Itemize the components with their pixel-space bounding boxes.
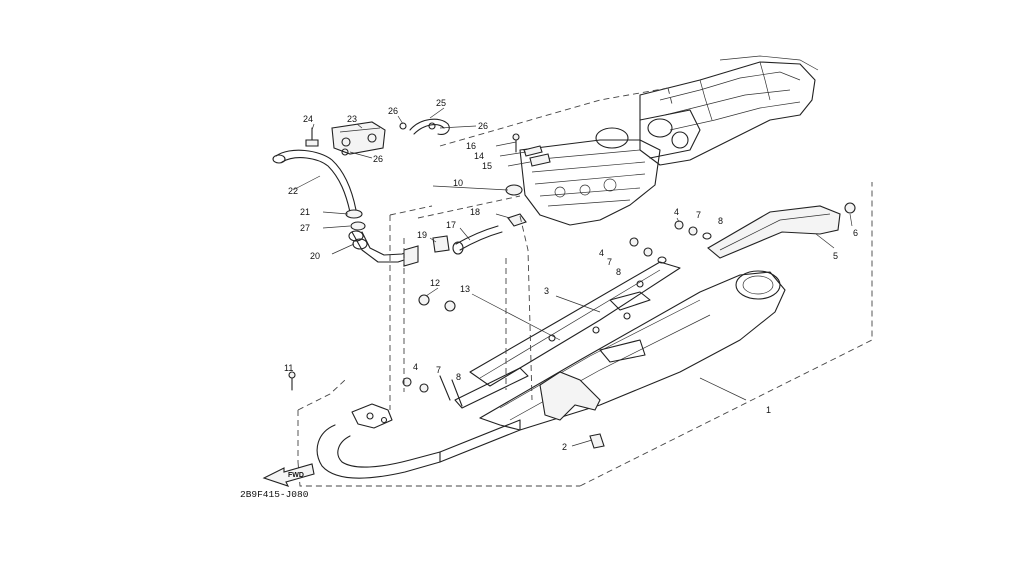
callout-labels: 1 2 3 4 4 4 5 6 7 7 7 8 8 8 10 11 12 13 … [284, 98, 858, 452]
callout-13: 13 [460, 284, 470, 294]
callout-16: 16 [466, 141, 476, 151]
callout-19: 19 [417, 230, 427, 240]
callout-6: 6 [853, 228, 858, 238]
callout-24: 24 [303, 114, 313, 124]
callout-7b: 7 [607, 257, 612, 267]
callout-20: 20 [310, 251, 320, 261]
callout-17: 17 [446, 220, 456, 230]
callout-10: 10 [453, 178, 463, 188]
forward-direction-arrow: FWD [262, 463, 315, 487]
callout-18: 18 [470, 207, 480, 217]
callout-8b: 8 [616, 267, 621, 277]
callout-4a: 4 [674, 207, 679, 217]
callout-1: 1 [766, 405, 771, 415]
callout-11: 11 [284, 363, 293, 373]
exhaust-muffler-assembly [316, 205, 841, 479]
callout-27: 27 [300, 223, 310, 233]
assembly-boundaries [297, 87, 873, 487]
drawing-code: 2B9F415-J080 [240, 489, 309, 500]
callout-21: 21 [300, 207, 310, 217]
callout-4c: 4 [413, 362, 418, 372]
fasteners [288, 202, 856, 449]
callout-23: 23 [347, 114, 357, 124]
engine-frame-drawing [519, 55, 819, 226]
callout-22: 22 [288, 186, 298, 196]
callout-26c: 26 [373, 154, 383, 164]
fwd-label: FWD [288, 472, 304, 479]
callout-5: 5 [833, 251, 838, 261]
callout-3: 3 [544, 286, 549, 296]
callout-15: 15 [482, 161, 492, 171]
leader-lines [292, 107, 853, 447]
callout-8a: 8 [718, 216, 723, 226]
callout-14: 14 [474, 151, 484, 161]
callout-7c: 7 [436, 365, 441, 375]
callout-7a: 7 [696, 210, 701, 220]
air-induction-system [272, 118, 527, 267]
callout-25: 25 [436, 98, 446, 108]
callout-12: 12 [430, 278, 440, 288]
callout-26b: 26 [478, 121, 488, 131]
callout-2: 2 [562, 442, 567, 452]
callout-4b: 4 [599, 248, 604, 258]
cylinder-hardware [512, 133, 551, 167]
callout-26a: 26 [388, 106, 398, 116]
callout-8c: 8 [456, 372, 461, 382]
